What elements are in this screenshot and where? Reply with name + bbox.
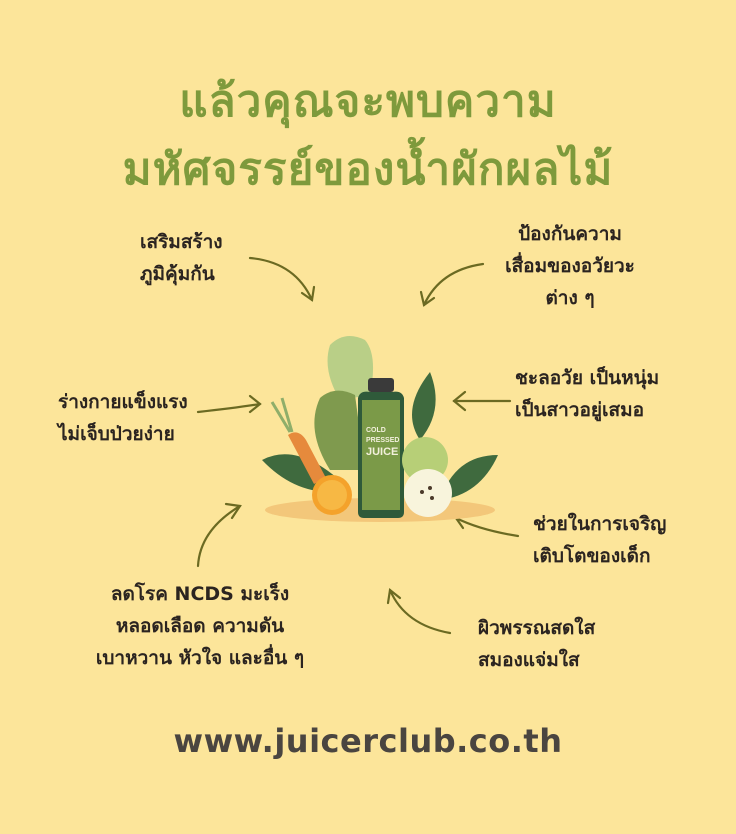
benefit-anti-aging: ชะลอวัย เป็นหนุ่ม เป็นสาวอยู่เสมอ bbox=[515, 367, 660, 421]
benefit-ncds: ลดโรค NCDS มะเร็ง หลอดเลือด ความดัน เบาห… bbox=[95, 583, 305, 669]
arrow-icon bbox=[452, 390, 512, 412]
arrow-icon bbox=[419, 262, 485, 307]
title-line-1: แล้วคุณจะพบความ bbox=[179, 76, 557, 127]
benefit-strong-body: ร่างกายแข็งแรง ไม่เจ็บป่วยง่าย bbox=[58, 391, 188, 445]
title-line-2: มหัศจรรย์ของน้ำผักผลไม้ bbox=[122, 144, 614, 195]
arrow-icon bbox=[386, 587, 452, 635]
arrow-icon bbox=[248, 256, 316, 302]
svg-text:PRESSED: PRESSED bbox=[366, 437, 399, 444]
juice-illustration: COLD PRESSED JUICE bbox=[262, 336, 498, 522]
benefit-child-growth: ช่วยในการเจริญ เติบโตของเด็ก bbox=[533, 513, 667, 567]
website-url[interactable]: www.juicerclub.co.th bbox=[173, 722, 563, 760]
svg-text:JUICE: JUICE bbox=[366, 446, 398, 458]
benefit-immunity: เสริมสร้าง ภูมิคุ้มกัน bbox=[140, 231, 223, 285]
svg-text:COLD: COLD bbox=[366, 427, 386, 434]
arrow-icon bbox=[196, 502, 242, 568]
arrow-icon bbox=[196, 394, 262, 414]
benefit-organ-protection: ป้องกันความ เสื่อมของอวัยวะ ต่าง ๆ bbox=[505, 223, 635, 309]
benefit-skin-brain: ผิวพรรณสดใส สมองแจ่มใส bbox=[478, 617, 596, 671]
